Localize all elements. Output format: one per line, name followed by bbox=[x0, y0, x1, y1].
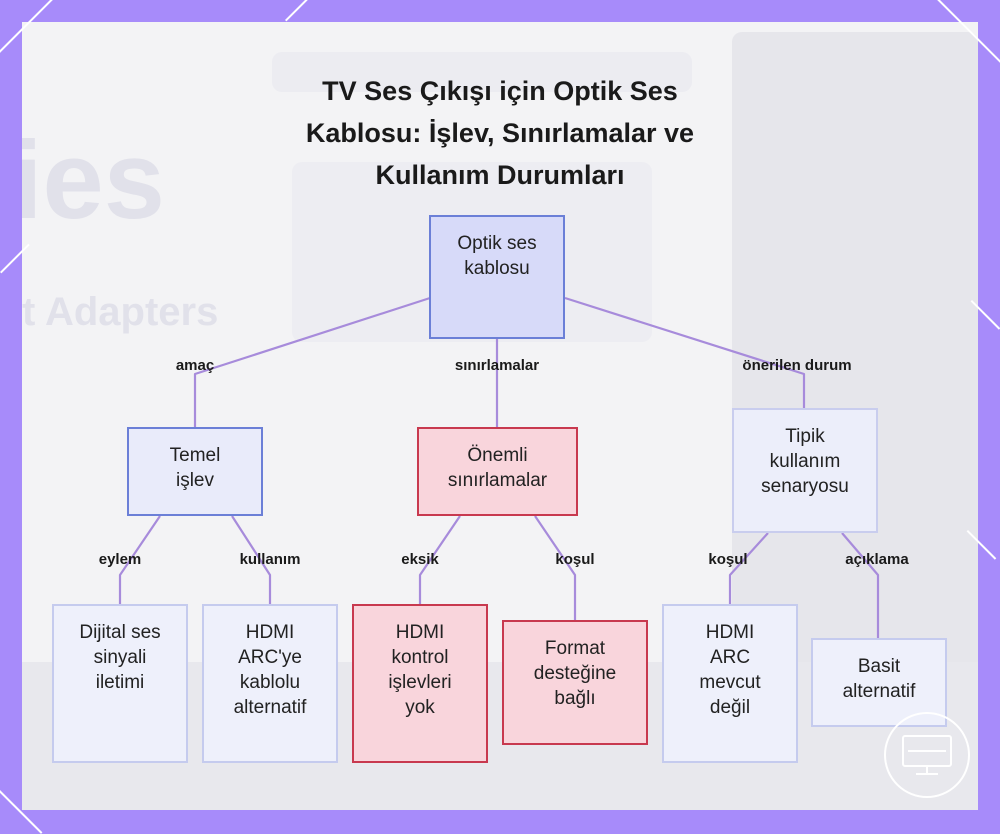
node-basit-alternatif-label: Basit alternatif bbox=[842, 656, 916, 702]
edge-label-onerilen-durum: önerilen durum bbox=[742, 357, 852, 374]
edge-label-aciklama: açıklama bbox=[845, 551, 909, 568]
title-line-2: Kablosu: İşlev, Sınırlamalar ve bbox=[305, 118, 695, 148]
edge-onemli-format bbox=[534, 515, 577, 620]
title-line-3: Kullanım Durumları bbox=[375, 160, 625, 190]
bg-large-text: ies bbox=[22, 119, 165, 242]
node-hdmi-arc-alternatif-label: HDMI ARC'ye kablolu alternatif bbox=[233, 622, 307, 718]
node-dijital-ses: Dijital ses sinyali iletimi bbox=[52, 604, 188, 763]
monitor-logo-icon bbox=[884, 712, 970, 798]
node-optik-ses-kablosu-label: Optik ses kablosu bbox=[457, 233, 537, 279]
node-format-destegi-label: Format desteğine bağlı bbox=[533, 638, 617, 709]
edge-label-sinirlamalar: sınırlamalar bbox=[454, 357, 540, 374]
diagram-title: TV Ses Çıkışı için Optik Ses Kablosu: İş… bbox=[0, 70, 1000, 196]
node-temel-islev: Temel işlev bbox=[127, 427, 263, 516]
title-line-1: TV Ses Çıkışı için Optik Ses bbox=[322, 76, 678, 106]
node-hdmi-arc-yok: HDMI ARC mevcut değil bbox=[662, 604, 798, 763]
node-tipik-kullanim: Tipik kullanım senaryosu bbox=[732, 408, 878, 533]
node-optik-ses-kablosu: Optik ses kablosu bbox=[429, 215, 565, 339]
edge-tipik-basit bbox=[841, 532, 880, 638]
node-hdmi-kontrol-yok: HDMI kontrol işlevleri yok bbox=[352, 604, 488, 763]
edge-label-kosul-format: koşul bbox=[555, 551, 595, 568]
bg-right-panel bbox=[732, 32, 978, 672]
node-onemli-sinirlamalar: Önemli sınırlamalar bbox=[417, 427, 578, 516]
node-temel-islev-label: Temel işlev bbox=[169, 445, 221, 491]
node-dijital-ses-label: Dijital ses sinyali iletimi bbox=[79, 622, 161, 693]
edge-label-kullanim: kullanım bbox=[239, 551, 301, 568]
edge-label-kosul-hdmi: koşul bbox=[708, 551, 748, 568]
node-hdmi-arc-yok-label: HDMI ARC mevcut değil bbox=[699, 622, 761, 718]
edge-label-eksik: eksik bbox=[401, 551, 439, 568]
bg-sub-text: t Adapters bbox=[22, 290, 219, 334]
edge-root-tipik bbox=[564, 296, 806, 408]
edge-label-amac: amaç bbox=[175, 357, 215, 374]
node-hdmi-arc-alternatif: HDMI ARC'ye kablolu alternatif bbox=[202, 604, 338, 763]
edge-onemli-hdmikontrol bbox=[418, 515, 461, 604]
node-format-destegi: Format desteğine bağlı bbox=[502, 620, 648, 745]
edge-temel-dijital bbox=[118, 515, 161, 604]
node-hdmi-kontrol-yok-label: HDMI kontrol işlevleri yok bbox=[388, 622, 452, 718]
bg-nav-bar bbox=[272, 52, 692, 92]
edge-temel-hdmiarcalt bbox=[231, 515, 272, 604]
node-tipik-kullanim-label: Tipik kullanım senaryosu bbox=[761, 426, 849, 497]
monitor-logo-svg bbox=[902, 735, 952, 775]
edge-root-temel bbox=[193, 296, 431, 427]
edge-label-eylem: eylem bbox=[98, 551, 142, 568]
node-onemli-sinirlamalar-label: Önemli sınırlamalar bbox=[447, 445, 548, 491]
edge-tipik-hdmiarcyok bbox=[728, 532, 769, 604]
